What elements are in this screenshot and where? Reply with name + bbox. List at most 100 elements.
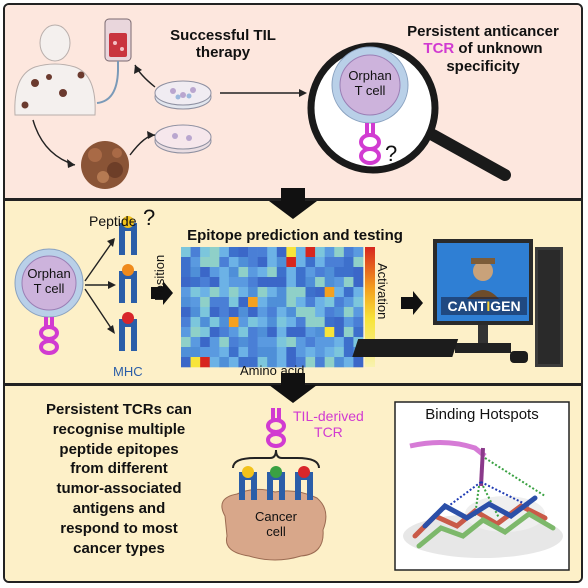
heatmap-cell	[315, 357, 325, 368]
logo-left: CANT	[447, 298, 487, 314]
heatmap-cell	[315, 327, 325, 338]
heatmap-cell	[286, 267, 297, 278]
heatmap-cell	[324, 287, 335, 298]
heatmap-cell	[286, 347, 297, 358]
summary-line: recognise multiple	[52, 420, 186, 438]
heatmap-cell	[257, 327, 268, 338]
heatmap-cell	[200, 357, 211, 368]
heatmap-cell	[238, 247, 249, 258]
heatmap-cell	[324, 267, 335, 278]
heatmap-cell	[219, 247, 230, 258]
heatmap-cell	[181, 297, 191, 308]
heatmap-cell	[343, 347, 354, 358]
cancer-cell-line2: cell	[266, 523, 286, 539]
heatmap-cell	[267, 297, 278, 308]
heatmap-cell	[305, 267, 316, 278]
heatmap-cell	[209, 267, 220, 278]
heatmap-cell	[286, 327, 297, 338]
figure-frame: Successful TIL therapy Persistent antica…	[3, 3, 583, 583]
heatmap-cell	[248, 317, 258, 328]
heatmap-cell	[353, 297, 364, 308]
heatmap-cell	[190, 267, 201, 278]
panel1-illustration	[14, 18, 511, 189]
tumor-icon	[81, 141, 129, 189]
heatmap-cell	[190, 247, 201, 258]
panel2-illustration	[14, 216, 563, 368]
heatmap-cell	[315, 247, 325, 258]
heatmap-cell	[200, 257, 211, 268]
heatmap-cell	[238, 357, 249, 368]
heatmap-cell	[209, 307, 220, 318]
heatmap-cell	[228, 257, 239, 268]
heatmap-cell	[190, 347, 201, 358]
tcr-receptor-icon	[359, 123, 381, 165]
heatmap-cell	[200, 337, 211, 348]
heatmap-cell	[324, 347, 335, 358]
heatmap-cell	[353, 257, 364, 268]
activation-heatmap	[181, 247, 364, 368]
heatmap-cell	[295, 247, 306, 258]
heatmap-cell	[315, 297, 325, 308]
heatmap-cell	[267, 287, 278, 298]
heatmap-cell	[353, 317, 364, 328]
persistent-tcr-line1: Persistent anticancer	[407, 23, 559, 40]
heatmap-cell	[257, 347, 268, 358]
heatmap-cell	[209, 337, 220, 348]
heatmap-cell	[315, 287, 325, 298]
heatmap-cell	[295, 337, 306, 348]
heatmap-cell	[305, 357, 316, 368]
heatmap-cell	[267, 357, 278, 368]
heatmap-cell	[267, 267, 278, 278]
heatmap-cell	[181, 307, 191, 318]
heatmap-cell	[286, 337, 297, 348]
heatmap-cell	[248, 287, 258, 298]
panel-binding-hotspots: Persistent TCRs can recognise multiple p…	[5, 386, 581, 581]
heatmap-cell	[248, 357, 258, 368]
heatmap-cell	[200, 307, 211, 318]
panel-epitope-prediction: Peptide ? Orphan T cell MHC Epitope pred…	[5, 201, 581, 386]
heatmap-cell	[257, 297, 268, 308]
heatmap-cell	[276, 267, 287, 278]
arrow-to-heatmap	[151, 281, 173, 305]
heatmap-cell	[190, 277, 201, 288]
heatmap-cell	[286, 307, 297, 318]
heatmap-title: Epitope prediction and testing	[187, 227, 403, 244]
heatmap-cell	[190, 337, 201, 348]
heatmap-cell	[276, 297, 287, 308]
logo-i: I	[486, 298, 491, 314]
heatmap-cell	[353, 277, 364, 288]
orphan-label-line2: T cell	[354, 82, 386, 98]
heatmap-cell	[248, 307, 258, 318]
heatmap-cell	[276, 257, 287, 268]
peptide-label: Peptide	[89, 213, 137, 229]
peptide-question-mark: ?	[143, 205, 156, 230]
heatmap-cell	[286, 277, 297, 288]
heatmap-cell	[219, 307, 230, 318]
heatmap-cell	[324, 357, 335, 368]
heatmap-cell	[181, 277, 191, 288]
heatmap-cell	[257, 247, 268, 258]
heatmap-cell	[295, 257, 306, 268]
heatmap-cell	[334, 287, 345, 298]
heatmap-cell	[286, 297, 297, 308]
heatmap-cell	[315, 347, 325, 358]
heatmap-cell	[248, 297, 258, 308]
heatmap-cell	[276, 357, 287, 368]
heatmap-cell	[219, 357, 230, 368]
heatmap-cell	[343, 247, 354, 258]
heatmap-cell	[286, 357, 297, 368]
heatmap-cell	[248, 347, 258, 358]
mhc-peptide-yellow	[119, 216, 137, 255]
heatmap-cell	[209, 347, 220, 358]
heatmap-cell	[324, 337, 335, 348]
heatmap-cell	[334, 267, 345, 278]
heatmap-cell	[276, 347, 287, 358]
heatmap-cell	[324, 247, 335, 258]
heatmap-cell	[200, 317, 211, 328]
heatmap-cell	[353, 247, 364, 258]
heatmap-cell	[276, 317, 287, 328]
heatmap-cell	[209, 247, 220, 258]
heatmap-cell	[315, 267, 325, 278]
binding-structure-image	[403, 439, 563, 558]
heatmap-cell	[315, 307, 325, 318]
